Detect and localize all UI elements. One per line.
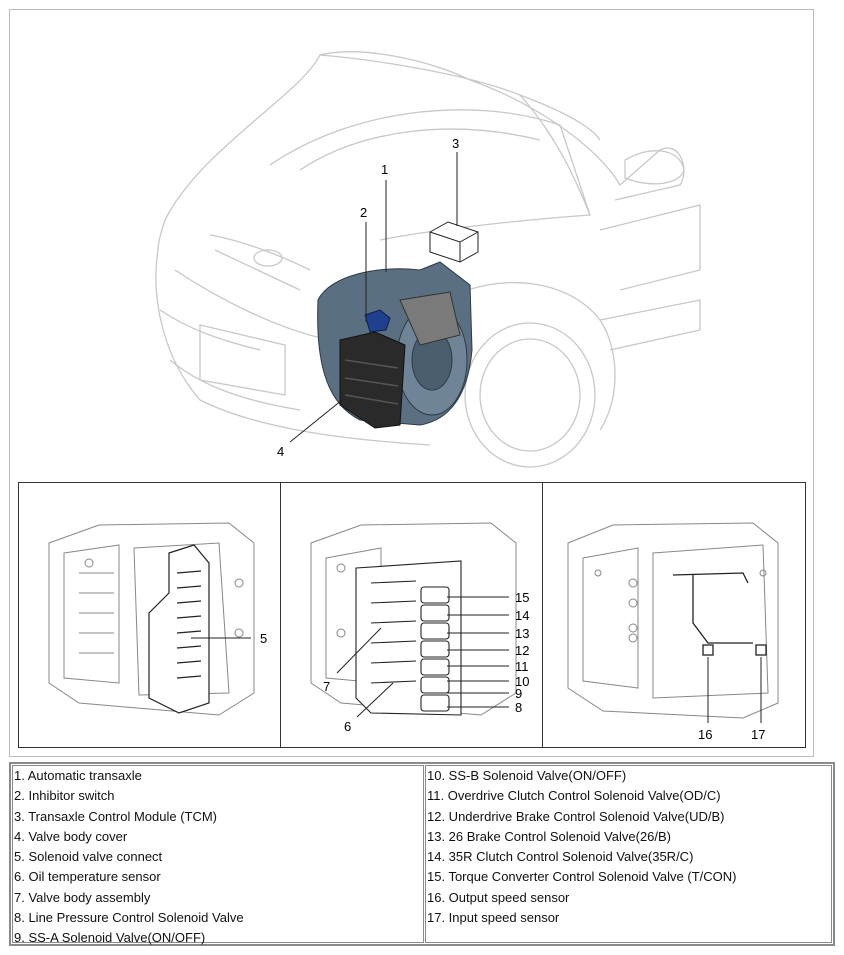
legend-item: 8. Line Pressure Control Solenoid Valve xyxy=(14,910,244,926)
callout-9: 9 xyxy=(515,686,522,701)
solenoid-valve-stack xyxy=(420,586,450,712)
detail-panel-solenoid-connector: 5 xyxy=(18,482,281,748)
legend-item: 3. Transaxle Control Module (TCM) xyxy=(14,808,218,824)
callout-5: 5 xyxy=(260,631,267,646)
callout-13: 13 xyxy=(515,626,529,641)
callout-12: 12 xyxy=(515,643,529,658)
vehicle-illustration: 1 2 3 4 xyxy=(155,51,701,468)
car-body-outline xyxy=(155,51,701,468)
detail-panel-valve-body: 15 14 13 12 11 10 9 8 7 6 xyxy=(280,482,543,748)
callout-7: 7 xyxy=(323,679,330,694)
legend-item: 7. Valve body assembly xyxy=(14,889,151,905)
callout-10: 10 xyxy=(515,674,529,689)
main-illustration-frame xyxy=(9,9,814,757)
solenoid-connector-illustration: 5 xyxy=(48,522,267,716)
callout-8: 8 xyxy=(515,700,522,715)
legend-column-right: 10. SS-B Solenoid Valve(ON/OFF) 11. Over… xyxy=(425,765,832,943)
speed-sensor-illustration: 16 17 xyxy=(567,522,779,742)
solenoid-connector xyxy=(148,544,210,714)
valve-leader-lines xyxy=(336,596,509,718)
legend-item: 13. 26 Brake Control Solenoid Valve(26/B… xyxy=(427,828,672,844)
valve-body-cover xyxy=(339,331,406,429)
legend-item: 9. SS-A Solenoid Valve(ON/OFF) xyxy=(14,930,206,946)
callout-4: 4 xyxy=(277,444,284,459)
legend-item: 14. 35R Clutch Control Solenoid Valve(35… xyxy=(427,849,694,865)
legend-item: 6. Oil temperature sensor xyxy=(14,869,161,885)
legend-item: 5. Solenoid valve connect xyxy=(14,849,163,865)
legend-item: 11. Overdrive Clutch Control Solenoid Va… xyxy=(427,788,721,804)
legend-item: 17. Input speed sensor xyxy=(427,910,560,926)
legend-item: 10. SS-B Solenoid Valve(ON/OFF) xyxy=(427,768,627,783)
legend-item: 12. Underdrive Brake Control Solenoid Va… xyxy=(427,808,725,824)
callout-17: 17 xyxy=(751,727,765,742)
legend-item: 16. Output speed sensor xyxy=(427,889,570,905)
legend-item: 1. Automatic transaxle xyxy=(14,768,142,783)
tcm-box xyxy=(429,221,479,263)
sensor-harness xyxy=(672,572,767,656)
inhibitor-switch xyxy=(364,309,391,333)
callout-1: 1 xyxy=(381,162,388,177)
callout-15: 15 xyxy=(515,590,529,605)
valve-body-illustration: 15 14 13 12 11 10 9 8 7 6 xyxy=(310,522,529,734)
sensor-leader-lines xyxy=(707,657,762,723)
callout-3: 3 xyxy=(452,136,459,151)
legend-item: 15. Torque Converter Control Solenoid Va… xyxy=(427,869,737,885)
callout-6: 6 xyxy=(344,719,351,734)
detail-panel-speed-sensors: 16 17 xyxy=(542,482,806,748)
main-leader-lines xyxy=(289,152,458,443)
legend-item: 4. Valve body cover xyxy=(14,828,128,844)
callout-16: 16 xyxy=(698,727,712,742)
legend-item: 2. Inhibitor switch xyxy=(14,788,115,804)
legend-column-left: 1. Automatic transaxle 2. Inhibitor swit… xyxy=(12,765,424,945)
callout-14: 14 xyxy=(515,608,529,623)
callout-2: 2 xyxy=(360,205,367,220)
callout-11: 11 xyxy=(515,659,529,674)
legend-table: 1. Automatic transaxle 2. Inhibitor swit… xyxy=(9,762,835,946)
